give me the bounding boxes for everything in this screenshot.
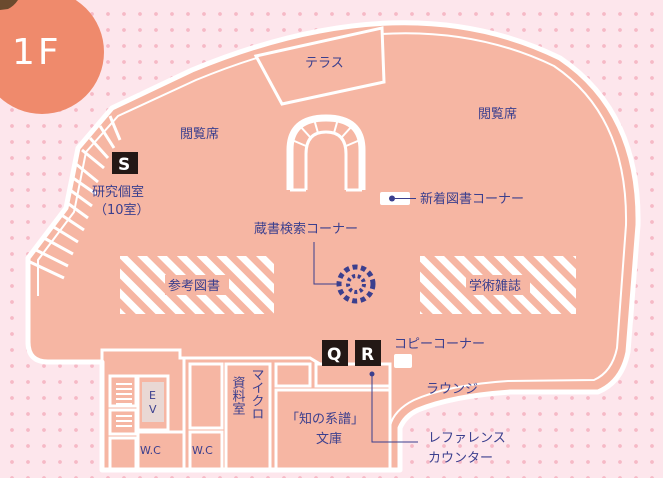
badge-s-label: S: [118, 155, 130, 175]
elevator-label-2: V: [149, 403, 157, 416]
badge-s: [112, 152, 138, 174]
research-rooms: S 研究個室 （10室）: [92, 152, 150, 218]
new-books-label: 新着図書コーナー: [420, 191, 524, 207]
archives-room-label: 資料室: [230, 376, 246, 415]
reference-counter: レファレンス カウンター: [369, 371, 506, 466]
journals-label: 学術雑誌: [469, 278, 521, 294]
bunko-label-2: 文庫: [316, 432, 342, 447]
reading-seats-right-label: 閲覧席: [478, 106, 517, 122]
opac-corner: 蔵書検索コーナー: [254, 222, 376, 304]
elevator: E V: [142, 382, 164, 422]
floor-badge: 1F: [0, 0, 104, 114]
microfilm-label: マイクロ: [249, 368, 264, 420]
research-room-count: （10室）: [94, 202, 150, 218]
bunko-label-1: 「知の系譜」: [286, 411, 364, 427]
terrace-label: テラス: [305, 56, 344, 71]
badge-q-label: Q: [327, 345, 341, 365]
restroom-right-label: W.C: [192, 444, 213, 457]
restroom-left-label: W.C: [140, 444, 161, 457]
research-room-label: 研究個室: [92, 184, 144, 200]
reading-seats-left-label: 閲覧席: [180, 126, 219, 142]
copy-corner-label: コピーコーナー: [394, 337, 485, 352]
new-books-corner: 新着図書コーナー: [380, 191, 524, 207]
stair-left: [29, 115, 122, 280]
terrace: テラス: [253, 26, 386, 106]
reference-books-label: 参考図書: [168, 278, 220, 294]
journals-area: 学術雑誌: [420, 256, 576, 314]
badge-r-label: R: [361, 345, 374, 365]
mascot-icon: [0, 0, 18, 10]
reference-counter-label-1: レファレンス: [428, 431, 506, 446]
opac-label: 蔵書検索コーナー: [254, 222, 358, 237]
spiral-staircase: [286, 114, 366, 192]
floor-label: 1F: [12, 32, 62, 73]
lower-rooms: [100, 348, 392, 472]
badge-q: Q: [322, 340, 348, 366]
elevator-label-1: E: [149, 389, 156, 402]
lounge-label: ラウンジ: [426, 382, 478, 397]
reference-books-area: 参考図書: [120, 256, 274, 314]
reference-counter-label-2: カウンター: [428, 451, 493, 466]
stair-lower-left: [116, 383, 132, 427]
copy-corner: コピーコーナー: [394, 337, 485, 368]
badge-r: R: [355, 340, 381, 366]
